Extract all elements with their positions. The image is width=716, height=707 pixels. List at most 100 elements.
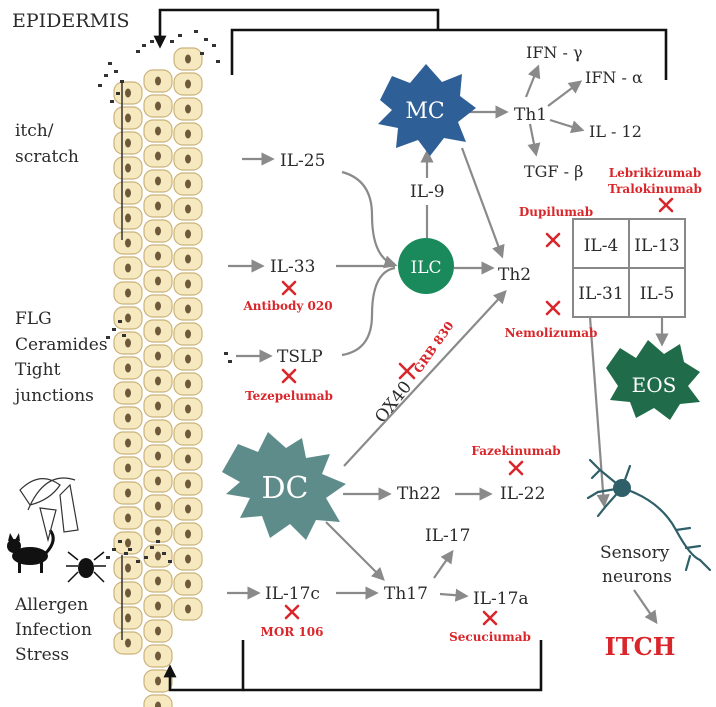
- keratinocyte-cell: [143, 669, 173, 693]
- keratinocyte-cell: [173, 497, 203, 521]
- trigger-stress: Stress: [15, 645, 69, 665]
- keratinocyte-cell: [113, 506, 143, 530]
- debris-speck: [200, 52, 204, 55]
- cross-tezepelumab: [281, 368, 297, 384]
- keratinocyte-cell: [113, 356, 143, 380]
- cat-icon: [7, 529, 55, 573]
- il31-label: IL-31: [578, 284, 623, 304]
- drug-secuciumab: Secuciumab: [449, 630, 531, 644]
- tick-icon: [66, 551, 106, 583]
- neuron-dendrite: [590, 468, 602, 480]
- sensory-neuron-icon: [586, 458, 712, 572]
- neurons-label-line1: Sensory: [600, 543, 670, 563]
- keratinocyte-cell: [173, 347, 203, 371]
- th2-label: Th2: [498, 265, 531, 285]
- keratinocyte-cell: [143, 644, 173, 668]
- ifn-alpha-label: IFN - α: [585, 68, 643, 87]
- keratinocyte-cell: [173, 272, 203, 296]
- barrier-label-junctions: junctions: [13, 386, 94, 406]
- debris-speck: [106, 556, 110, 559]
- keratinocyte-cell: [173, 447, 203, 471]
- keratinocyte-cell: [113, 431, 143, 455]
- top-feedback-loop: [230, 28, 668, 80]
- il22-label: IL-22: [500, 484, 545, 504]
- debris-speck: [98, 84, 102, 87]
- cross-secuciumab: [482, 610, 498, 626]
- neuron-dendrite: [620, 464, 632, 490]
- keratinocyte-cell: [113, 181, 143, 205]
- keratinocyte-cell: [143, 494, 173, 518]
- drug-lebrikizumab: Lebrikizumab: [609, 166, 702, 180]
- neuron-dendrite: [684, 554, 692, 572]
- keratinocyte-cell: [113, 81, 143, 105]
- keratinocyte-cell: [143, 519, 173, 543]
- th17-label: Th17: [384, 584, 428, 604]
- debris-speck: [120, 80, 124, 83]
- debris-speck: [110, 100, 114, 103]
- keratinocyte-cell: [143, 419, 173, 443]
- keratinocyte-cell: [143, 569, 173, 593]
- trigger-infection: Infection: [15, 620, 92, 640]
- keratinocyte-cell: [113, 581, 143, 605]
- debris-speck: [106, 336, 110, 339]
- debris-speck: [162, 552, 166, 555]
- debris-speck: [156, 540, 160, 543]
- debris-speck: [204, 38, 208, 41]
- itch-output-label: ITCH: [605, 632, 676, 661]
- keratinocyte-cell: [113, 331, 143, 355]
- keratinocyte-cell: [173, 397, 203, 421]
- dendritic-cell-label: DC: [261, 471, 308, 506]
- il33-label: IL-33: [270, 257, 315, 277]
- ilc-cell: ILC: [398, 238, 454, 294]
- neurons-label-line2: neurons: [602, 567, 672, 587]
- debris-speck: [224, 352, 228, 355]
- keratinocyte-cell: [143, 94, 173, 118]
- keratinocyte-cell: [113, 606, 143, 630]
- eosinophil-label: EOS: [632, 373, 677, 397]
- ox40-label: OX40: [371, 377, 416, 427]
- keratinocyte-cell: [173, 572, 203, 596]
- neuron-dendrite: [596, 486, 624, 494]
- keratinocyte-cell: [173, 597, 203, 621]
- keratinocyte-cell: [143, 619, 173, 643]
- keratinocyte-cell: [113, 381, 143, 405]
- debris-speck: [194, 30, 198, 33]
- th2-cytokine-grid: IL-4 IL-13 IL-31 IL-5: [572, 218, 686, 318]
- cross-dupilumab: [545, 232, 561, 248]
- debris-speck: [114, 70, 118, 73]
- keratinocyte-cell: [143, 294, 173, 318]
- keratinocyte-cell: [173, 322, 203, 346]
- drug-dupilumab: Dupilumab: [519, 205, 593, 219]
- il17a-label: IL-17a: [473, 589, 529, 609]
- debris-speck: [150, 40, 154, 43]
- tgf-beta-label: TGF - β: [524, 162, 583, 181]
- keratinocyte-cell: [173, 247, 203, 271]
- keratinocyte-cell: [143, 444, 173, 468]
- debris-speck: [228, 360, 232, 363]
- il9-label: IL-9: [410, 182, 445, 202]
- keratinocyte-cell: [143, 469, 173, 493]
- cross-antibody020: [281, 280, 297, 296]
- barrier-label-tight: Tight: [15, 360, 61, 380]
- keratinocyte-cell: [173, 547, 203, 571]
- dendritic-cell-shape: [222, 432, 346, 540]
- keratinocyte-cell: [143, 194, 173, 218]
- drug-antibody020: Antibody 020: [242, 299, 332, 313]
- eosinophil-shape: [606, 340, 700, 420]
- mast-cell-shape: [378, 64, 476, 156]
- debris-speck: [108, 62, 112, 65]
- keratinocyte-cell: [143, 594, 173, 618]
- keratinocyte-cell: [113, 306, 143, 330]
- keratinocyte-cell: [113, 556, 143, 580]
- mast-cell-label: MC: [405, 99, 444, 124]
- keratinocyte-cell: [113, 131, 143, 155]
- eosinophil-cell: EOS: [606, 340, 700, 420]
- keratinocyte-cell: [143, 169, 173, 193]
- debris-speck: [178, 34, 182, 37]
- debris-speck: [112, 548, 116, 551]
- il5-label: IL-5: [640, 284, 675, 304]
- il12-label: IL - 12: [589, 122, 642, 141]
- keratinocyte-cell: [113, 406, 143, 430]
- barrier-debris: [98, 30, 232, 563]
